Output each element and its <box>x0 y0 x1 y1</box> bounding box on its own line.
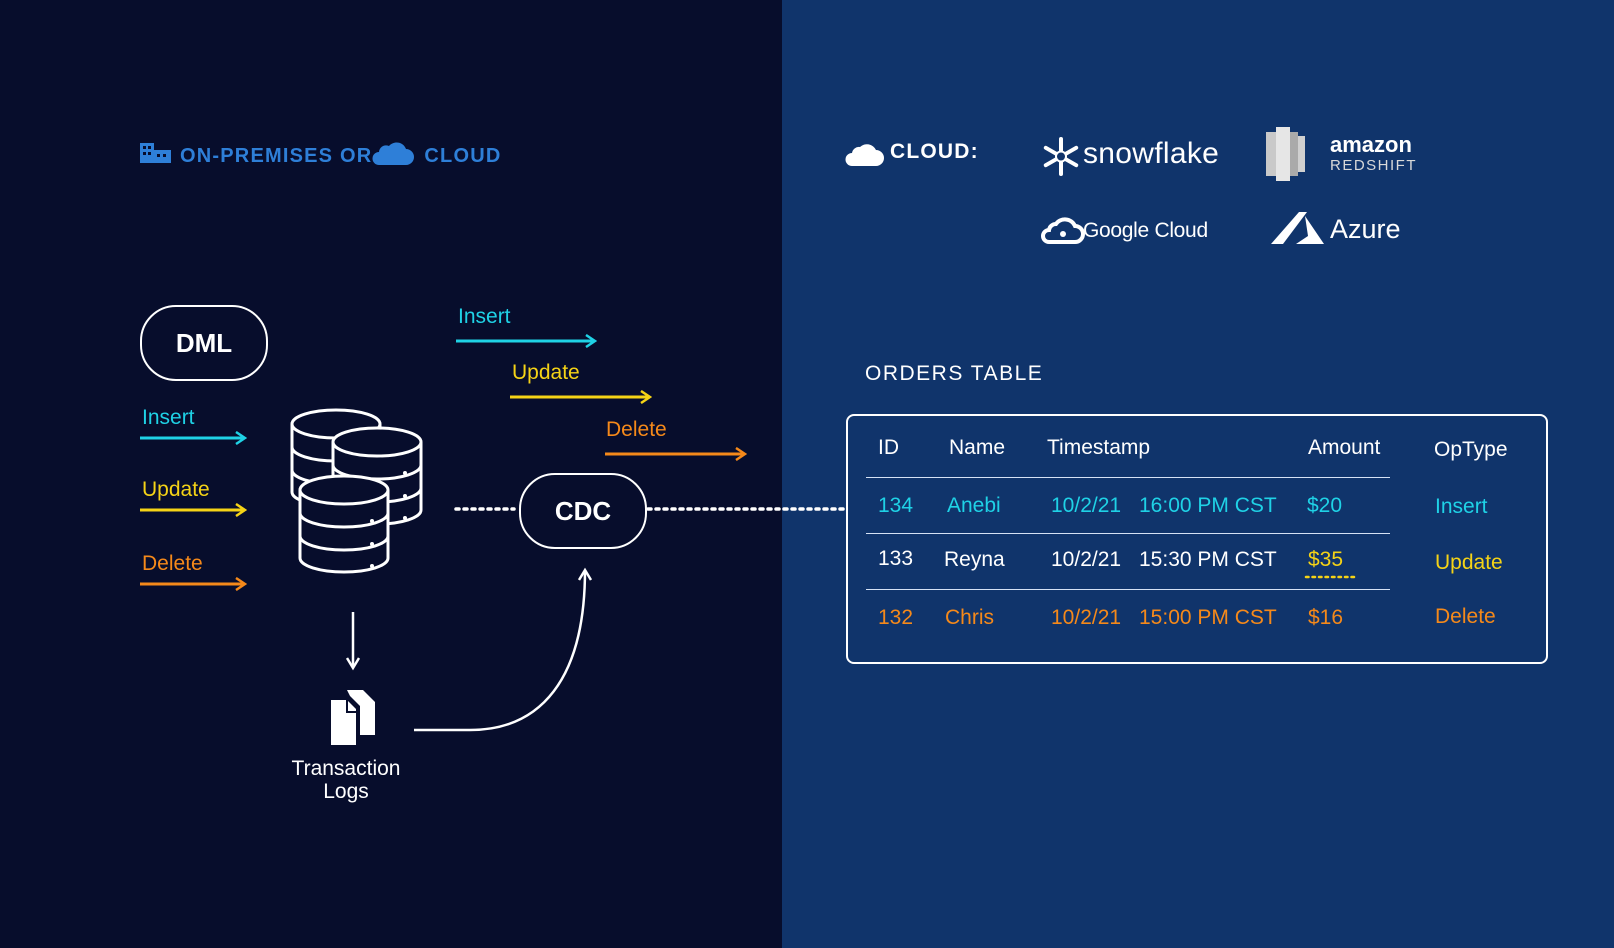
environment-header: ON-PREMISES OR CLOUD <box>140 140 502 172</box>
column-header-timestamp: Timestamp <box>1047 436 1151 459</box>
row-2-date: 10/2/21 <box>1051 548 1122 571</box>
row-3-id: 132 <box>878 606 914 629</box>
orders-table-title: ORDERS TABLE <box>865 362 1044 385</box>
cdc-update-label: Update <box>512 361 580 384</box>
environment-header-text-2: CLOUD <box>424 144 502 167</box>
amazon-redshift-logo: amazon REDSHIFT <box>1330 132 1417 174</box>
orders-table: ID Name Timestamp Amount OpType 134 Aneb… <box>846 414 1548 664</box>
documents-icon <box>331 690 375 745</box>
transaction-logs-label: Transaction Logs <box>280 757 412 803</box>
row-2-time: 15:30 PM CST <box>1139 548 1277 571</box>
dml-update-label: Update <box>142 478 210 501</box>
snowflake-logo: snowflake <box>1083 137 1219 171</box>
cdc-delete-label: Delete <box>606 418 667 441</box>
row-2-amount: $35 <box>1308 548 1344 571</box>
dml-insert-label: Insert <box>142 406 195 429</box>
dml-label: DML <box>175 327 233 358</box>
row-2-id: 133 <box>878 547 914 570</box>
row-1-time: 16:00 PM CST <box>1139 494 1277 517</box>
snowflake-logo-text: snowflake <box>1083 137 1220 170</box>
row-1-id: 134 <box>878 494 914 517</box>
database-icon <box>290 408 423 574</box>
snowflake-center <box>1055 150 1067 163</box>
cloud-icon <box>372 142 414 165</box>
cloud-header-icon <box>845 144 884 166</box>
building-icon <box>140 143 171 163</box>
amazon-logo-text: amazon <box>1330 132 1412 157</box>
header-divider <box>866 477 1390 478</box>
column-header-name: Name <box>949 436 1006 459</box>
transaction-logs-line-1: Transaction <box>291 757 401 780</box>
row-1-amount: $20 <box>1307 494 1343 517</box>
google-cloud-logo: Google Cloud <box>1083 219 1208 243</box>
row-divider-2 <box>866 589 1390 590</box>
azure-logo-text: Azure <box>1330 214 1401 244</box>
row-1-optype: Insert <box>1435 495 1488 518</box>
redshift-logo-icon <box>1266 127 1305 181</box>
row-3-optype: Delete <box>1435 605 1496 628</box>
azure-logo-icon <box>1271 212 1324 244</box>
row-3-amount: $16 <box>1308 606 1344 629</box>
cloud-header: CLOUD: <box>845 140 979 164</box>
transaction-logs-line-2: Logs <box>323 780 369 803</box>
google-cloud-logo-icon <box>1041 217 1085 244</box>
redshift-logo-text: REDSHIFT <box>1330 157 1417 174</box>
cloud-panel <box>782 0 1614 948</box>
row-1-name: Anebi <box>947 494 1001 517</box>
dml-delete-label: Delete <box>142 552 203 575</box>
row-1-date: 10/2/21 <box>1051 494 1122 517</box>
environment-header-text-1: ON-PREMISES OR <box>180 144 373 167</box>
row-3-date: 10/2/21 <box>1051 606 1122 629</box>
dml-node: DML <box>140 305 268 381</box>
row-divider-1 <box>866 533 1390 534</box>
google-cloud-logo-text: Google Cloud <box>1083 219 1208 242</box>
azure-logo: Azure <box>1330 214 1401 245</box>
column-header-id: ID <box>878 436 899 459</box>
row-3-name: Chris <box>945 606 995 629</box>
cdc-label: CDC <box>554 495 612 526</box>
column-header-optype: OpType <box>1434 438 1508 461</box>
column-header-amount: Amount <box>1308 436 1381 459</box>
logs-to-cdc-arrow <box>414 570 585 732</box>
row-3-time: 15:00 PM CST <box>1139 606 1277 629</box>
cdc-node: CDC <box>519 473 647 549</box>
cloud-header-label: CLOUD: <box>890 140 979 163</box>
cdc-insert-label: Insert <box>458 305 511 328</box>
row-2-optype: Update <box>1435 551 1503 574</box>
row-2-name: Reyna <box>944 548 1005 571</box>
